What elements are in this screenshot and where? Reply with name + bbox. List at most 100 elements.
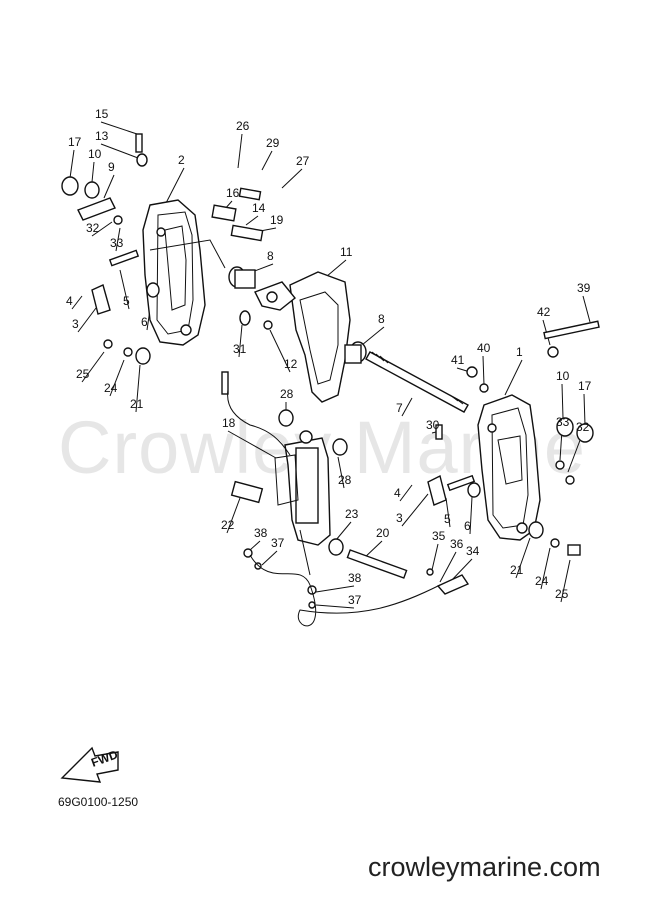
part-callout-29: 29 bbox=[266, 136, 280, 150]
leader-line bbox=[540, 547, 551, 590]
leader-line bbox=[469, 496, 473, 535]
part-callout-30: 30 bbox=[426, 418, 440, 432]
ground-wire bbox=[249, 554, 441, 627]
leader-line bbox=[109, 359, 125, 397]
leader-line bbox=[335, 521, 352, 541]
leader-line bbox=[515, 537, 531, 579]
trim-wire bbox=[227, 389, 291, 456]
leader-line bbox=[582, 295, 591, 323]
leader-line bbox=[315, 585, 355, 593]
leader-line bbox=[238, 324, 243, 358]
leader-line bbox=[401, 397, 413, 417]
part-callout-10: 10 bbox=[88, 147, 102, 161]
part-callout-14: 14 bbox=[252, 201, 266, 215]
part-callout-32: 32 bbox=[86, 221, 100, 235]
leader-line bbox=[431, 543, 439, 571]
part-callout-5: 5 bbox=[123, 294, 130, 308]
part-callout-24: 24 bbox=[535, 574, 549, 588]
part-callout-19: 19 bbox=[270, 213, 284, 227]
clamp-bracket-left bbox=[142, 199, 226, 346]
part-callout-42: 42 bbox=[537, 305, 551, 319]
part-callout-41: 41 bbox=[451, 353, 465, 367]
part-callout-7: 7 bbox=[396, 401, 403, 415]
part-callout-38: 38 bbox=[254, 526, 268, 540]
part-callout-6: 6 bbox=[141, 315, 148, 329]
part-callout-3: 3 bbox=[396, 511, 403, 525]
part-callout-17: 17 bbox=[68, 135, 82, 149]
leader-line bbox=[135, 364, 141, 413]
leader-line bbox=[439, 551, 457, 583]
leader-line bbox=[361, 326, 385, 346]
part-callout-4: 4 bbox=[394, 486, 401, 500]
leader-line bbox=[77, 307, 97, 333]
part-callout-25: 25 bbox=[76, 367, 90, 381]
part-callout-10: 10 bbox=[556, 369, 570, 383]
part-callout-11: 11 bbox=[340, 245, 353, 259]
leader-line bbox=[482, 355, 485, 386]
leader-line bbox=[115, 227, 121, 252]
leader-line bbox=[337, 456, 345, 489]
part-callout-21: 21 bbox=[510, 563, 524, 577]
leader-line bbox=[164, 167, 185, 206]
part-callout-37: 37 bbox=[271, 536, 285, 550]
leader-line bbox=[237, 133, 243, 169]
leader-line bbox=[399, 484, 413, 502]
part-callout-39: 39 bbox=[577, 281, 591, 295]
part-callout-35: 35 bbox=[432, 529, 446, 543]
leader-line bbox=[91, 161, 95, 183]
part-callout-8: 8 bbox=[267, 249, 274, 263]
leader-line bbox=[583, 393, 586, 426]
diagram-code: 69G0100-1250 bbox=[58, 795, 139, 809]
leader-line bbox=[249, 540, 261, 551]
part-callout-1: 1 bbox=[516, 345, 523, 359]
leader-line bbox=[91, 221, 113, 237]
part-callout-38: 38 bbox=[348, 571, 362, 585]
part-callout-4: 4 bbox=[66, 294, 73, 308]
leader-line bbox=[281, 168, 303, 189]
leader-line bbox=[567, 434, 583, 473]
part-callout-18: 18 bbox=[222, 416, 236, 430]
part-callout-36: 36 bbox=[450, 537, 464, 551]
part-callout-22: 22 bbox=[221, 518, 235, 532]
leader-line bbox=[81, 351, 105, 383]
part-callout-25: 25 bbox=[555, 587, 569, 601]
part-callout-27: 27 bbox=[296, 154, 310, 168]
part-callout-5: 5 bbox=[444, 512, 451, 526]
part-callout-8: 8 bbox=[378, 312, 385, 326]
part-callout-40: 40 bbox=[477, 341, 491, 355]
leader-line bbox=[227, 430, 277, 459]
part-callout-6: 6 bbox=[464, 519, 471, 533]
part-callout-24: 24 bbox=[104, 381, 118, 395]
part-callout-21: 21 bbox=[130, 397, 144, 411]
leader-line bbox=[119, 269, 130, 310]
leader-line bbox=[103, 174, 115, 199]
leader-line bbox=[561, 383, 564, 419]
part-callout-37: 37 bbox=[348, 593, 362, 607]
leader-line bbox=[401, 493, 429, 527]
leader-line bbox=[261, 150, 273, 171]
leader-line bbox=[245, 215, 259, 226]
leader-line bbox=[269, 329, 291, 373]
site-footer: crowleymarine.com bbox=[368, 852, 601, 882]
part-callout-9: 9 bbox=[108, 160, 115, 174]
pins-and-bushings bbox=[61, 133, 600, 609]
leader-line bbox=[100, 143, 139, 159]
part-callout-23: 23 bbox=[345, 507, 359, 521]
leader-line bbox=[261, 550, 278, 566]
leader-line bbox=[560, 559, 571, 603]
tilt-tube bbox=[365, 351, 469, 413]
part-callout-26: 26 bbox=[236, 119, 250, 133]
leader-line bbox=[504, 359, 523, 396]
leader-line bbox=[69, 149, 75, 179]
part-callout-3: 3 bbox=[72, 317, 79, 331]
part-callout-16: 16 bbox=[226, 186, 240, 200]
swivel-bracket bbox=[254, 271, 351, 403]
part-callout-28: 28 bbox=[280, 387, 294, 401]
trim-cylinder bbox=[274, 430, 331, 576]
part-callout-33: 33 bbox=[110, 236, 124, 250]
clamp-bracket-right bbox=[477, 394, 541, 541]
leader-line bbox=[445, 497, 451, 528]
part-callout-20: 20 bbox=[376, 526, 390, 540]
